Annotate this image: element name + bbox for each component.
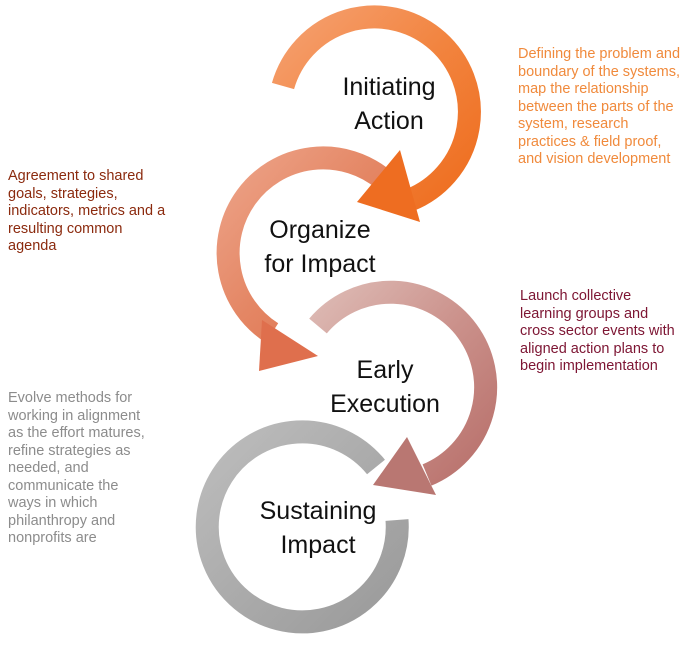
note-line: as the effort matures,: [8, 425, 145, 441]
note-early-execution: Launch collective learning groups and cr…: [520, 288, 675, 376]
note-line: needed, and: [8, 460, 89, 476]
note-line: agenda: [8, 238, 57, 254]
stage-label-line2: Execution: [330, 390, 440, 418]
stage-label-line2: for Impact: [264, 250, 376, 278]
initiating-action-arrowhead: [357, 150, 420, 222]
note-line: Agreement to shared: [8, 168, 144, 184]
note-line: and vision development: [518, 151, 671, 167]
note-line: refine strategies as: [8, 442, 131, 459]
stage-label-early-execution: Early Execution: [300, 353, 470, 421]
organize-for-impact-arrowhead: [259, 320, 318, 371]
note-line: aligned action plans to: [520, 340, 665, 357]
note-line: philanthropy and: [8, 512, 116, 529]
note-line: system, research: [518, 116, 629, 132]
note-line: working in alignment: [8, 407, 141, 424]
note-sustaining-impact: Evolve methods for working in alignment …: [8, 390, 145, 548]
note-line: Evolve methods for: [8, 390, 133, 406]
organize-for-impact-ring: [216, 146, 392, 371]
note-line: boundary of the systems,: [518, 63, 680, 80]
initiating-action-ring: [271, 5, 481, 222]
stage-label-line1: Initiating: [342, 73, 436, 101]
note-line: Launch collective: [520, 288, 632, 304]
note-line: learning groups and: [520, 305, 649, 322]
note-initiating-action: Defining the problem and boundary of the…: [518, 46, 680, 169]
early-execution-arrowhead: [373, 437, 436, 495]
note-line: goals, strategies,: [8, 185, 118, 202]
stage-label-line2: Impact: [280, 531, 356, 559]
stage-label-line2: Action: [354, 107, 424, 135]
stage-label-organize-for-impact: Organize for Impact: [235, 213, 405, 281]
note-line: cross sector events with: [520, 323, 675, 339]
note-line: nonprofits are: [8, 530, 97, 546]
note-line: between the parts of the: [518, 98, 674, 115]
note-organize-for-impact: Agreement to shared goals, strategies, i…: [8, 168, 165, 256]
note-line: indicators, metrics and a: [8, 203, 166, 219]
early-execution-ring: [309, 280, 498, 495]
stage-label-initiating-action: Initiating Action: [309, 70, 469, 138]
note-line: begin implementation: [520, 358, 658, 374]
stage-label-line1: Early: [356, 356, 414, 384]
stage-label-line1: Organize: [269, 216, 371, 244]
note-line: Defining the problem and: [518, 46, 681, 62]
stage-label-line1: Sustaining: [259, 497, 377, 525]
note-line: communicate the: [8, 477, 119, 494]
note-line: map the relationship: [518, 81, 649, 97]
note-line: practices & field proof,: [518, 133, 662, 150]
note-line: ways in which: [8, 495, 98, 511]
sustaining-impact-ring: [195, 420, 409, 634]
note-line: resulting common: [8, 220, 123, 237]
stage-label-sustaining-impact: Sustaining Impact: [228, 494, 408, 562]
